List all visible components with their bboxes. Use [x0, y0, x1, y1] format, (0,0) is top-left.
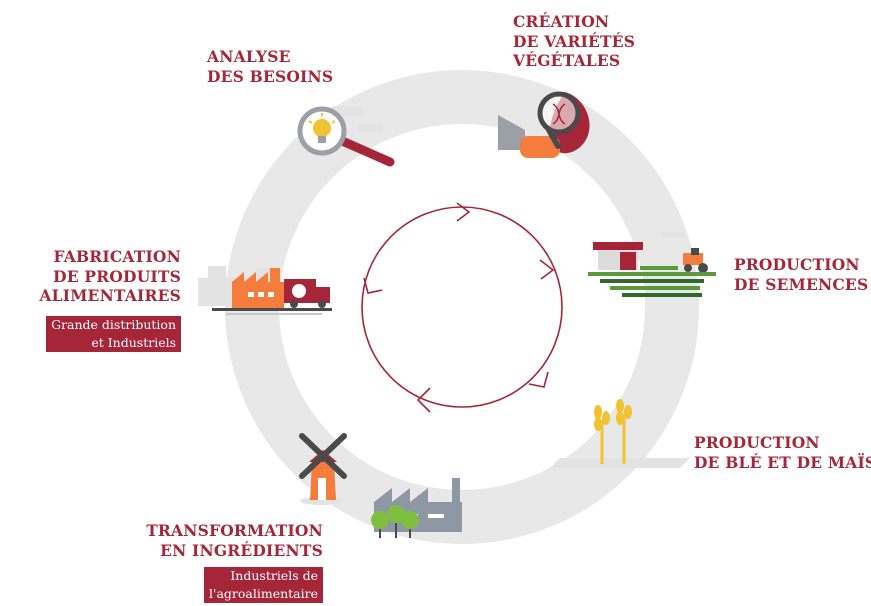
wheat-icon	[550, 399, 690, 468]
farm-tractor-icon	[588, 232, 716, 297]
stage-production-semences-label: PRODUCTION DE SEMENCES	[734, 255, 869, 294]
stage-creation-label: CRÉATION DE VARIÉTÉS VÉGÉTALES	[513, 12, 636, 70]
cycle-arrow-icon	[361, 202, 563, 413]
dna-magnifier-icon	[498, 91, 590, 158]
stage-production-ble-label: PRODUCTION DE BLÉ ET DE MAÏS	[694, 433, 871, 472]
stage-transformation-tag: Industriels de l'agroalimentaire	[204, 567, 323, 603]
stage-fabrication-label: FABRICATION DE PRODUITS ALIMENTAIRES	[39, 247, 181, 305]
stage-analyse-label: ANALYSE DES BESOINS	[207, 47, 334, 86]
windmill-factory-icon	[299, 433, 462, 538]
stage-fabrication-tag: Grande distribution et Industriels	[46, 316, 181, 352]
factory-truck-icon	[198, 266, 332, 315]
stage-transformation-label: TRANSFORMATION EN INGRÉDIENTS	[146, 521, 323, 560]
lightbulb-magnifier-icon	[297, 106, 395, 167]
cycle-ring	[225, 70, 699, 544]
